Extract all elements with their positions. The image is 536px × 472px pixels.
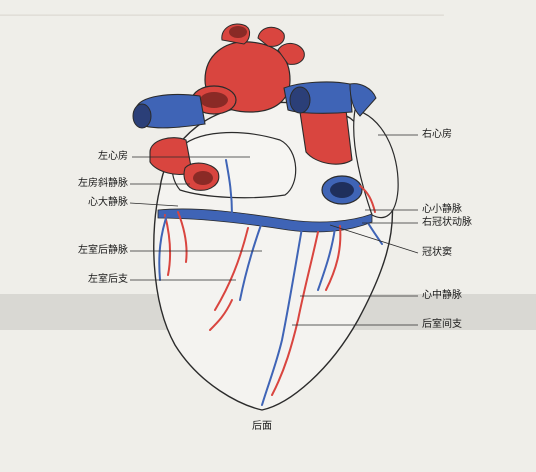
label-great-cardiac-vein: 心大静脉 — [88, 197, 128, 208]
label-posterior-vein-left-ventricle: 左室后静脉 — [78, 245, 128, 256]
pulmonary-artery-left — [135, 93, 206, 129]
label-left-atrium: 左心房 — [98, 151, 128, 162]
coronary-sinus-vessel — [157, 208, 373, 233]
label-posterior-branch-left-ventricle: 左室后支 — [88, 274, 128, 285]
artery-branches — [164, 185, 376, 396]
figure-caption: 后面 — [252, 421, 272, 432]
label-posterior-interventricular-branch: 后室间支 — [422, 319, 462, 330]
label-left-atrial-oblique-vein: 左房斜静脉 — [78, 178, 128, 189]
background-bleed: ────────────────────────────────────────… — [0, 9, 444, 22]
leader-lines — [129, 134, 419, 326]
label-coronary-sinus: 冠状窦 — [422, 247, 452, 258]
label-middle-cardiac-vein: 心中静脉 — [422, 290, 462, 301]
label-right-coronary-artery: 右冠状动脉 — [422, 217, 472, 228]
label-right-atrium: 右心房 — [422, 129, 452, 140]
label-small-cardiac-vein: 心小静脉 — [422, 204, 462, 215]
vein-branches — [158, 159, 383, 406]
